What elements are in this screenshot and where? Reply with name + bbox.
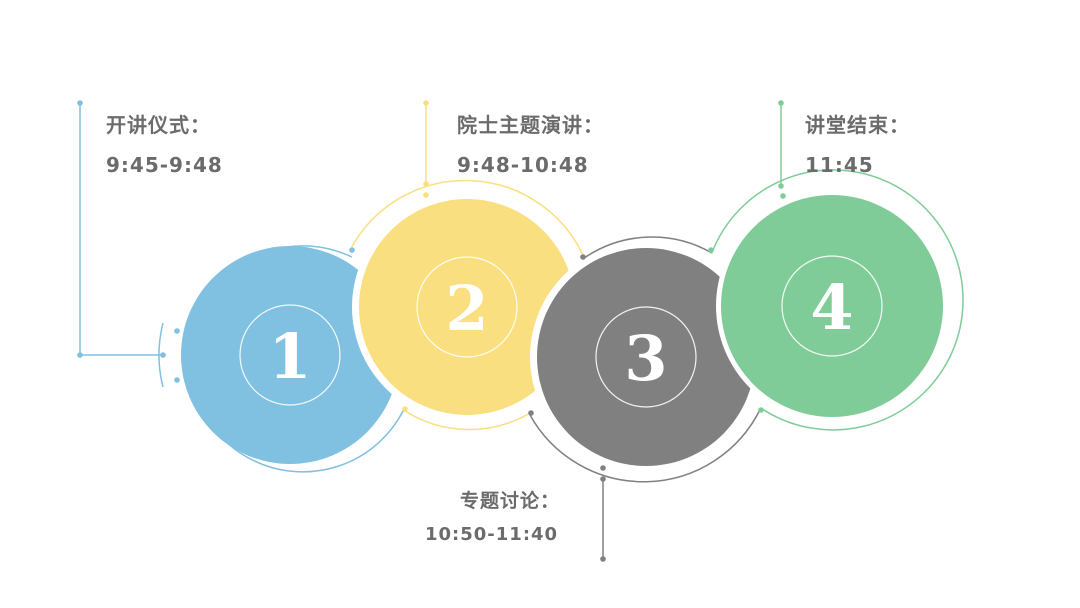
step-3-upper-arc [583,236,713,259]
step-2-number: 2 [445,272,488,345]
step-4-inner-ring [781,255,883,357]
step-3-time: 10:50-11:40 [425,524,559,545]
step-3-circle [537,248,755,466]
step-3-label: 专题讨论： 10:50-11:40 [425,488,561,548]
step-3-node: 3 [528,236,762,483]
step-3-lower-arc [528,407,762,483]
step-2-connector [402,100,429,412]
step-4-number: 4 [810,271,853,344]
step-1-label: 开讲仪式： 9:45-9:48 [106,112,223,178]
step-1-circle [181,246,399,464]
step-2-node: 2 [351,179,585,431]
step-4-outer-arc [711,169,964,431]
step-4-node: 4 [711,169,964,431]
step-4-time: 11:45 [805,153,874,177]
step-1-inner-ring [239,304,341,406]
step-3-number: 3 [624,322,667,395]
step-1-time: 9:45-9:48 [106,153,223,177]
step-3-title: 专题讨论： [460,490,561,512]
step-1-number: 1 [268,320,311,393]
step-4-title: 讲堂结束： [805,113,910,137]
step-1-title: 开讲仪式： [106,113,211,137]
step-4-circle [721,195,943,417]
step-2-time: 9:48-10:48 [457,153,589,177]
step-2-title: 院士主题演讲： [457,113,604,137]
step-2-lower-arc [403,409,530,431]
step-3-inner-ring [595,306,697,408]
step-2-outer-arc [351,179,585,259]
step-1-connector [77,100,355,383]
step-1-node: 1 [158,245,405,473]
step-3-connector [528,254,606,562]
step-2-label: 院士主题演讲： 9:48-10:48 [457,112,604,178]
step-4-connector [708,100,786,413]
step-2-circle [359,199,575,415]
step-2-inner-ring [416,256,518,358]
step-4-label: 讲堂结束： 11:45 [805,112,910,178]
